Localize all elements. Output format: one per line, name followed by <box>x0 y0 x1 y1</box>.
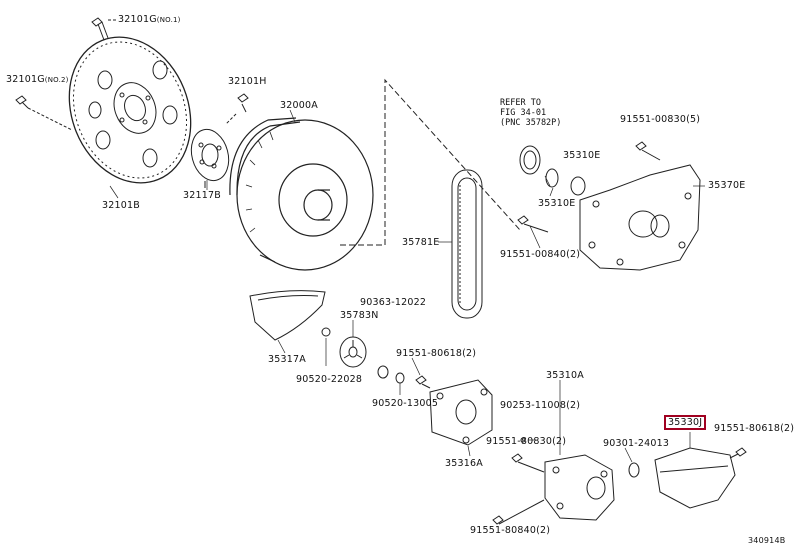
bolt-32101h-drawing <box>225 93 249 125</box>
bolt-32101g-no1-drawing <box>91 17 118 41</box>
label-91551-80618-b: 91551-80618(2) <box>714 423 795 434</box>
drive-plate-drawing <box>68 36 192 184</box>
label-32101g-no2: 32101G(NO.2) <box>6 74 69 85</box>
chain-35781e-drawing <box>451 169 483 319</box>
label-32117b: 32117B <box>183 190 221 201</box>
oil-pump-35310a-drawing <box>492 437 640 525</box>
label-91551-00840: 91551-00840(2) <box>500 249 581 260</box>
label-35316a: 35316A <box>445 458 483 469</box>
strainer-35330j-drawing <box>654 447 747 509</box>
label-35783n: 35783N <box>340 310 379 321</box>
label-32000a: 32000A <box>280 100 318 111</box>
label-35781e: 35781E <box>402 237 440 248</box>
label-35370e: 35370E <box>708 180 746 191</box>
label-90363-12022: 90363-12022 <box>360 297 427 308</box>
diagram-id: 340914B <box>748 536 786 545</box>
bolt-91551-00830-drawing <box>635 141 661 161</box>
plate-32117b-drawing <box>190 128 230 188</box>
label-90520-13005: 90520-13005 <box>372 398 439 409</box>
torque-converter-drawing <box>229 117 374 271</box>
label-32101b: 32101B <box>102 200 140 211</box>
label-35330j-highlighted[interactable]: 35330J <box>664 415 707 430</box>
label-35310e-b: 35310E <box>538 198 576 209</box>
label-35310a: 35310A <box>546 370 584 381</box>
label-91551-00830: 91551-00830(5) <box>620 114 701 125</box>
bolt-32101g-no2-drawing <box>15 95 73 131</box>
label-91551-80840: 91551-80840(2) <box>470 525 551 536</box>
label-91551-80618-a: 91551-80618(2) <box>396 348 477 359</box>
pump-body-35370e-drawing <box>579 164 701 271</box>
label-32101h: 32101H <box>228 76 267 87</box>
label-91551-80830: 91551-80830(2) <box>486 436 567 447</box>
label-90301-24013: 90301-24013 <box>603 438 670 449</box>
label-32101g-no1: 32101G(NO.1) <box>118 14 181 25</box>
oil-seal-drawing <box>519 145 586 196</box>
label-90520-22028: 90520-22028 <box>296 374 363 385</box>
bolt-91551-00840-drawing <box>517 215 549 233</box>
cover-35316a-drawing <box>415 375 493 446</box>
label-90253-11008: 90253-11008(2) <box>500 400 581 411</box>
cover-35317a-drawing <box>249 290 331 341</box>
label-35310e-a: 35310E <box>563 150 601 161</box>
label-35317a: 35317A <box>268 354 306 365</box>
